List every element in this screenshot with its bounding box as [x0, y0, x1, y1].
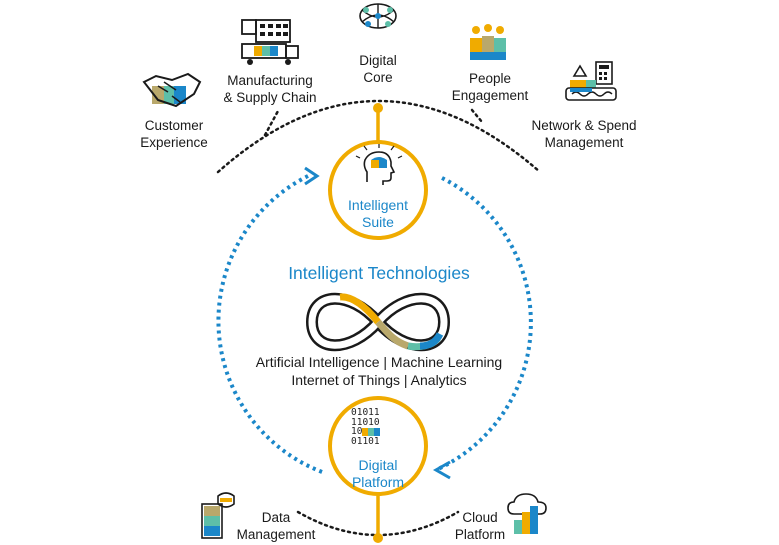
infinity-icon	[305, 292, 451, 352]
digital-platform-label: Digital Platform	[351, 457, 405, 490]
flow-arc-right	[435, 176, 533, 472]
handshake-icon	[142, 72, 202, 108]
top-arc-ticks	[263, 108, 484, 137]
people-engagement-label: People Engagement	[451, 71, 529, 103]
factory-truck-icon	[241, 19, 299, 65]
flow-arrowhead-bottom	[432, 460, 451, 480]
data-management-label: Data Management	[236, 510, 316, 542]
head-idea-icon	[355, 144, 403, 185]
flow-arrowhead-top	[304, 166, 320, 186]
data-stack-icon	[201, 492, 235, 539]
cloud-platform-label: Cloud Platform	[454, 510, 506, 542]
people-icon	[470, 24, 506, 60]
technologies-title: Intelligent Technologies	[288, 263, 470, 283]
platform-connector-dot	[373, 533, 383, 543]
digital-core-label: Digital Core	[359, 53, 397, 85]
technologies-list: Artificial Intelligence | Machine Learni…	[255, 354, 503, 388]
core-connector-dot	[373, 103, 383, 113]
binary-color-block	[362, 427, 381, 436]
customer-experience-label: Customer Experience	[140, 118, 208, 150]
intelligent-suite-label: Intelligent Suite	[348, 197, 408, 230]
cloud-icon	[507, 493, 547, 534]
network-sphere-icon	[359, 3, 397, 29]
intelligent-suite-circle	[328, 140, 428, 240]
binary-code-icon: 01011 11010 10 01101	[351, 407, 381, 447]
network-spend-label: Network & Spend Management	[531, 118, 637, 150]
digital-platform-circle	[328, 396, 428, 496]
top-dotted-arc	[216, 99, 542, 174]
manufacturing-label: Manufacturing & Supply Chain	[223, 73, 317, 105]
cashier-icon	[565, 61, 617, 101]
